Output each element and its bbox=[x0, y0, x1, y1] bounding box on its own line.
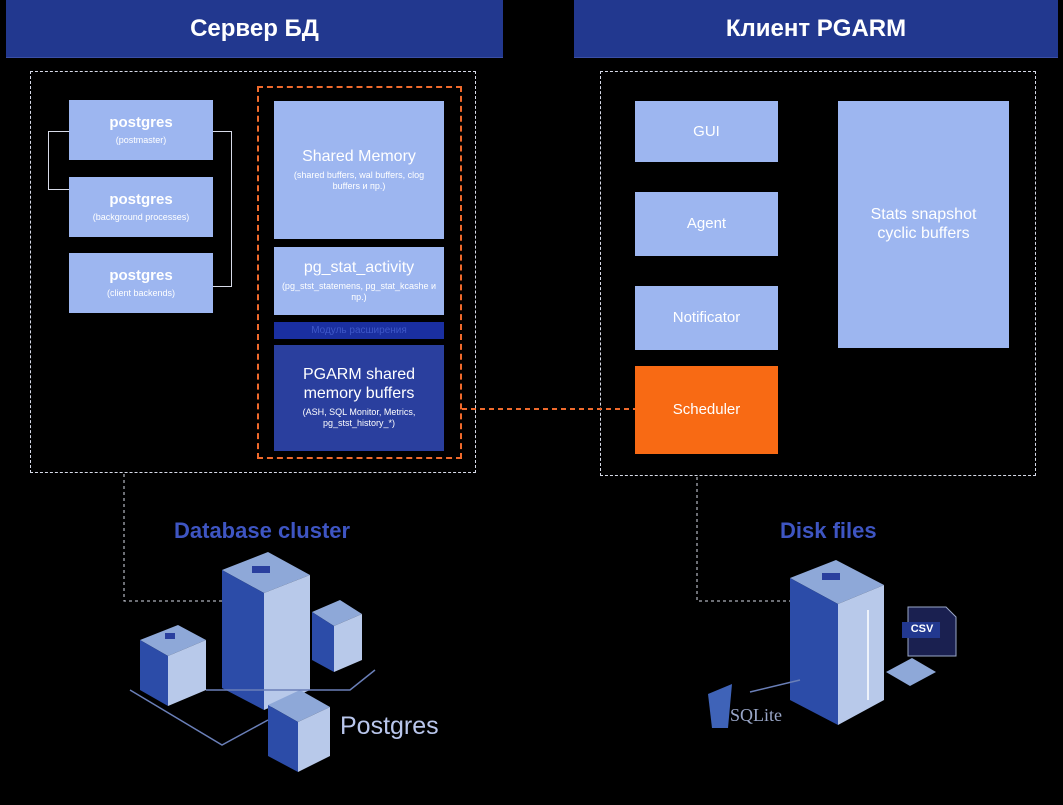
postgres-background-box: postgres (background processes) bbox=[69, 177, 213, 237]
box-title: postgres bbox=[109, 113, 173, 131]
sqlite-logo-icon bbox=[708, 684, 732, 728]
process-bracket-left bbox=[48, 131, 70, 190]
scheduler-box: Scheduler bbox=[635, 366, 778, 454]
server-small-right bbox=[312, 600, 362, 672]
pgarm-client-header: Клиент PGARM bbox=[574, 0, 1058, 58]
box-title: Scheduler bbox=[672, 401, 741, 419]
box-title: GUI bbox=[693, 122, 720, 140]
box-title: Stats snapshot cyclic buffers bbox=[870, 206, 977, 242]
database-cluster-label: Database cluster bbox=[174, 518, 351, 543]
shared-memory-box: Shared Memory (shared buffers, wal buffe… bbox=[274, 101, 444, 239]
box-subtitle: (shared buffers, wal buffers, clog buffe… bbox=[293, 169, 425, 192]
disk-files-server-icon bbox=[749, 560, 936, 725]
box-title: Notificator bbox=[672, 309, 741, 327]
db-server-frame bbox=[30, 71, 476, 473]
box-subtitle: (ASH, SQL Monitor, Metrics, pg_stst_hist… bbox=[302, 407, 416, 429]
pg-stat-activity-box: pg_stat_activity (pg_stst_statemens, pg_… bbox=[274, 247, 444, 315]
box-subtitle: (client backends) bbox=[106, 288, 176, 298]
csv-file-icon bbox=[902, 606, 957, 657]
box-subtitle: (pg_stst_statemens, pg_stat_kcashe и пр.… bbox=[281, 280, 437, 303]
box-title: pg_stat_activity bbox=[303, 258, 415, 276]
cluster-connector bbox=[123, 474, 222, 602]
sqlite-label: SQLite bbox=[730, 705, 782, 725]
gui-box: GUI bbox=[635, 101, 778, 162]
server-tall-center bbox=[222, 552, 310, 710]
box-title: PGARM shared memory buffers bbox=[302, 366, 416, 402]
box-subtitle: (postmaster) bbox=[115, 135, 167, 145]
notificator-box: Notificator bbox=[635, 286, 778, 350]
postgres-label: Postgres bbox=[340, 712, 439, 740]
postgres-client-backends-box: postgres (client backends) bbox=[69, 253, 213, 313]
pgarm-client-frame bbox=[600, 71, 1036, 476]
db-server-header: Сервер БД bbox=[6, 0, 503, 58]
box-title: postgres bbox=[109, 266, 173, 284]
server-small-left bbox=[140, 625, 206, 706]
shared-memory-frame bbox=[257, 86, 462, 459]
box-title: Agent bbox=[686, 215, 727, 233]
csv-label: CSV bbox=[910, 623, 934, 635]
extension-module-label: Модуль расширения bbox=[274, 322, 444, 339]
postgres-postmaster-box: postgres (postmaster) bbox=[69, 100, 213, 160]
server-small-front bbox=[268, 690, 330, 772]
process-bracket-right bbox=[212, 131, 232, 287]
box-subtitle: (background processes) bbox=[92, 212, 190, 222]
agent-box: Agent bbox=[635, 192, 778, 256]
box-title: postgres bbox=[109, 190, 173, 208]
disk-files-label: Disk files bbox=[780, 518, 877, 543]
pgarm-buffers-box: PGARM shared memory buffers (ASH, SQL Mo… bbox=[274, 345, 444, 451]
database-cluster-servers-icon bbox=[129, 552, 376, 772]
disk-connector bbox=[696, 477, 790, 602]
box-title: Shared Memory bbox=[302, 147, 416, 165]
stats-snapshot-box: Stats snapshot cyclic buffers bbox=[838, 101, 1009, 348]
